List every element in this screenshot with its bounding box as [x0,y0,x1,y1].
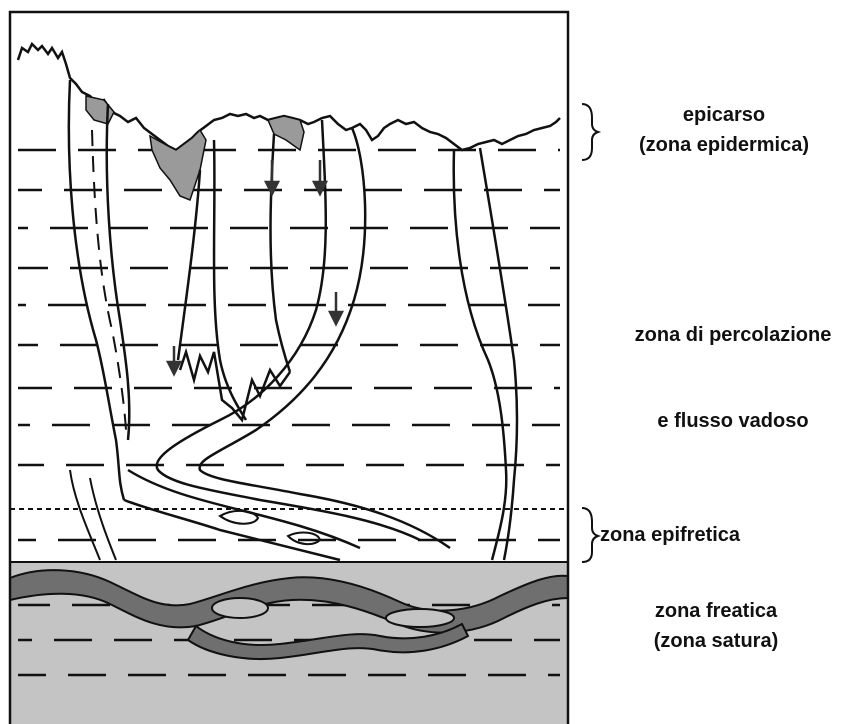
label-epicarso-line1: epicarso [606,100,842,130]
vadose-shaft-left [69,80,129,500]
vadose-conduit-right [157,120,450,548]
epiphreatic-pocket-2 [288,533,320,545]
label-freatica-line2: (zona satura) [606,626,826,656]
label-freatica: zona freatica (zona satura) [606,596,826,656]
label-percolazione-line2: e flusso vadoso [600,378,866,464]
epiphreatic-pocket-1 [220,511,258,524]
label-epicarso-line2: (zona epidermica) [606,130,842,160]
label-epifretica-line1: zona epifretica [600,520,800,550]
vadose-shaft-far-right [454,148,517,560]
epicarso-brace [582,104,598,160]
vadose-shaft-left-inner [92,130,126,430]
label-percolazione: zona di percolazione e flusso vadoso [600,292,866,464]
label-percolazione-line1: zona di percolazione [600,292,866,378]
epiphreatic-conduit-far-left [70,470,116,560]
epifretica-brace [582,508,598,562]
epikarst-fill-3 [86,96,114,124]
label-epifretica: zona epifretica [600,520,800,550]
stalactite-fringe [180,352,290,420]
label-epicarso: epicarso (zona epidermica) [606,100,842,160]
label-freatica-line1: zona freatica [606,596,826,626]
